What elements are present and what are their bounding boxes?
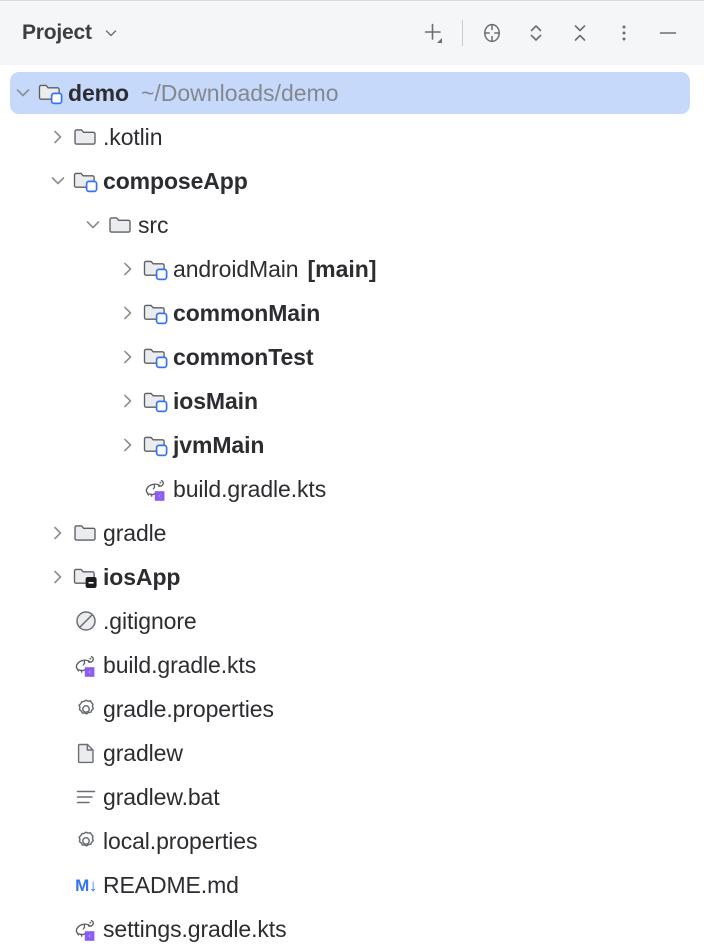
- source-root-folder-icon: [141, 430, 171, 460]
- tree-row-label: src: [138, 211, 169, 238]
- more-options-button[interactable]: [602, 11, 646, 55]
- tree-row-label: build.gradle.kts: [103, 651, 257, 678]
- crosshair-target-icon: [478, 19, 506, 47]
- tree-row-label: gradle: [103, 519, 167, 546]
- vertical-dots-icon: [610, 19, 638, 47]
- tree-row-label: local.properties: [103, 827, 258, 854]
- tree-row-iosapp[interactable]: iosApp: [0, 555, 704, 599]
- tree-row-label: README.md: [103, 871, 239, 898]
- chevron-right-icon[interactable]: [115, 432, 141, 458]
- tree-row-composeapp[interactable]: composeApp: [0, 159, 704, 203]
- chevron-right-icon[interactable]: [45, 564, 71, 590]
- tree-row-label: .kotlin: [103, 123, 163, 150]
- tree-row-label: build.gradle.kts: [173, 475, 327, 502]
- chevron-down-icon: [102, 24, 120, 42]
- tree-row-label: jvmMain: [173, 431, 265, 458]
- plus-with-dropdown-icon: [419, 19, 447, 47]
- tree-row-kotlin[interactable]: .kotlin: [0, 115, 704, 159]
- tree-row-label: gradlew.bat: [103, 783, 220, 810]
- tree-row-label: commonMain: [173, 299, 321, 326]
- generic-file-icon: [71, 738, 101, 768]
- chevron-right-icon[interactable]: [45, 124, 71, 150]
- gradle-kotlin-script-icon: [71, 914, 101, 944]
- tree-row-local-properties[interactable]: local.properties: [0, 819, 704, 863]
- add-new-button[interactable]: [411, 11, 455, 55]
- select-opened-file-button[interactable]: [470, 11, 514, 55]
- chevrons-up-down-icon: [522, 19, 550, 47]
- row-background: [10, 380, 690, 422]
- folder-icon: [106, 210, 136, 240]
- tree-row-build-gradle-kts-composeapp[interactable]: build.gradle.kts: [0, 467, 704, 511]
- tree-row-src[interactable]: src: [0, 203, 704, 247]
- row-background: [10, 424, 690, 466]
- minus-icon: [654, 19, 682, 47]
- source-root-folder-icon: [141, 342, 171, 372]
- tree-row-commontest[interactable]: commonTest: [0, 335, 704, 379]
- markdown-file-icon: M↓: [75, 875, 97, 895]
- tree-row-label: commonTest: [173, 343, 314, 370]
- tree-row-path: ~/Downloads/demo: [140, 79, 339, 106]
- gear-settings-file-icon: [71, 694, 101, 724]
- toolbar-divider: [462, 20, 463, 46]
- tree-row-jvmmain[interactable]: jvmMain: [0, 423, 704, 467]
- page-title: Project: [22, 21, 92, 44]
- module-folder-icon: [36, 78, 66, 108]
- gear-settings-file-icon: [71, 826, 101, 856]
- tree-row-androidmain[interactable]: androidMain [main]: [0, 247, 704, 291]
- source-root-folder-icon: [141, 254, 171, 284]
- toolbar-actions: [411, 11, 690, 55]
- module-folder-icon: [71, 166, 101, 196]
- tree-row-label: demo: [68, 79, 129, 106]
- tree-row-iosmain[interactable]: iosMain: [0, 379, 704, 423]
- tree-row-commonmain[interactable]: commonMain: [0, 291, 704, 335]
- collapse-all-button[interactable]: [558, 11, 602, 55]
- tree-row-readme-md[interactable]: M↓ README.md: [0, 863, 704, 907]
- tree-row-label: iosMain: [173, 387, 258, 414]
- chevron-down-icon[interactable]: [45, 168, 71, 194]
- row-background: [10, 292, 690, 334]
- tree-row-build-gradle-kts[interactable]: build.gradle.kts: [0, 643, 704, 687]
- xcode-folder-icon: [71, 562, 101, 592]
- ignore-file-icon: [71, 606, 101, 636]
- tree-row-gradle-properties[interactable]: gradle.properties: [0, 687, 704, 731]
- chevron-down-icon[interactable]: [10, 80, 36, 106]
- project-toolbar: Project: [0, 0, 704, 65]
- project-file-tree[interactable]: demo~/Downloads/demo .kotlin composeApp …: [0, 65, 704, 946]
- tree-row-label: composeApp: [103, 167, 248, 194]
- chevron-right-icon[interactable]: [115, 388, 141, 414]
- hide-button[interactable]: [646, 11, 690, 55]
- text-file-icon: [71, 782, 101, 812]
- collapse-all-icon: [566, 19, 594, 47]
- tree-row-label: gradle.properties: [103, 695, 274, 722]
- project-title-dropdown[interactable]: Project: [22, 21, 120, 45]
- tree-row-gradle[interactable]: gradle: [0, 511, 704, 555]
- chevron-down-icon[interactable]: [80, 212, 106, 238]
- folder-icon: [71, 518, 101, 548]
- row-background: [10, 336, 690, 378]
- tree-row-suffix-badge: [main]: [307, 255, 377, 282]
- chevron-right-icon[interactable]: [115, 344, 141, 370]
- gradle-kotlin-script-icon: [141, 474, 171, 504]
- tree-row-gradlew-bat[interactable]: gradlew.bat: [0, 775, 704, 819]
- tree-row-gitignore[interactable]: .gitignore: [0, 599, 704, 643]
- tree-row-settings-gradle-kts[interactable]: settings.gradle.kts: [0, 907, 704, 946]
- chevron-right-icon[interactable]: [115, 300, 141, 326]
- row-background: [10, 468, 690, 510]
- chevron-right-icon[interactable]: [45, 520, 71, 546]
- folder-icon: [71, 122, 101, 152]
- tree-row-label: .gitignore: [103, 607, 197, 634]
- source-root-folder-icon: [141, 298, 171, 328]
- tree-row-label: androidMain: [173, 255, 299, 282]
- tree-row-demo[interactable]: demo ~/Downloads/demo: [0, 71, 704, 115]
- tree-row-label: settings.gradle.kts: [103, 915, 287, 942]
- chevron-right-icon[interactable]: [115, 256, 141, 282]
- tree-row-gradlew[interactable]: gradlew: [0, 731, 704, 775]
- tree-row-label: iosApp: [103, 563, 181, 590]
- source-root-folder-icon: [141, 386, 171, 416]
- tree-row-label: gradlew: [103, 739, 183, 766]
- gradle-kotlin-script-icon: [71, 650, 101, 680]
- expand-collapse-button[interactable]: [514, 11, 558, 55]
